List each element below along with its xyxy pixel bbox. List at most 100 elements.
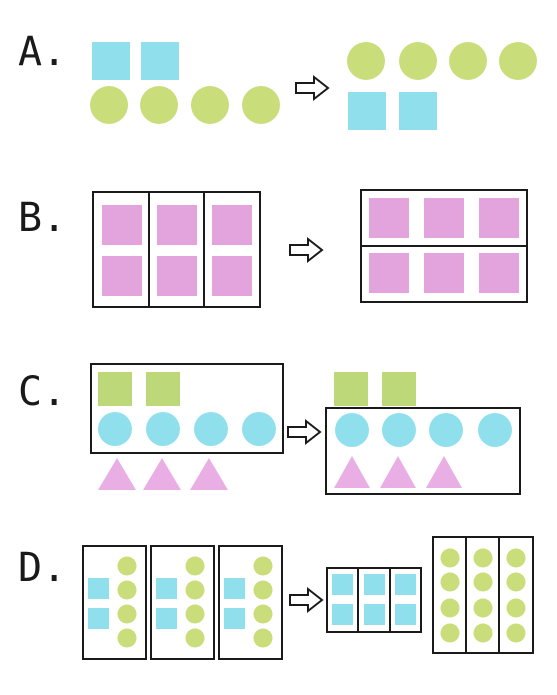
triangle [380,456,416,488]
square [88,578,109,599]
box-outline [90,363,284,454]
circle [140,86,178,124]
box-outline [432,536,534,654]
option-d-left [82,545,283,660]
option-b-label: B. [18,195,67,241]
square [348,92,386,130]
right-arrow-icon [289,238,323,262]
square [102,205,142,245]
option-b-right [360,189,528,303]
square [479,253,519,293]
option-d [82,536,534,660]
square [332,574,353,595]
circle [117,580,137,600]
circle [253,580,273,600]
square [102,256,142,296]
right-arrow-icon [295,76,329,100]
box-outline [150,545,215,660]
triangle [143,458,181,490]
square [141,42,179,80]
square [212,256,252,296]
circle [449,42,487,80]
right-arrow-icon [287,420,321,444]
square [332,604,353,625]
circle [98,412,132,446]
circle [429,413,463,447]
circle [473,548,493,568]
triangle [190,458,228,490]
option-b-left [92,191,261,308]
box-outline [218,545,283,660]
circle [185,628,205,648]
circle [440,598,460,618]
circle [146,412,180,446]
circle [117,556,137,576]
circle [90,86,128,124]
square [369,198,409,238]
option-c-label: C. [18,369,67,415]
box-outline [326,567,422,633]
square [364,574,385,595]
circle [440,548,460,568]
square [92,42,130,80]
circle [242,412,276,446]
circle [440,623,460,643]
circle [399,42,437,80]
option-c-left [90,363,284,490]
circle [473,572,493,592]
circle [117,628,137,648]
circle [478,413,512,447]
option-b [92,189,528,308]
square [88,608,109,629]
box-outline [82,545,147,660]
option-a-left [90,42,280,124]
option-c [90,363,521,495]
circle [506,598,526,618]
triangle [98,458,136,490]
square [395,604,416,625]
circle [347,42,385,80]
square [146,372,180,406]
option-d-right [326,536,534,654]
square [334,372,368,406]
square [212,205,252,245]
square [424,198,464,238]
square [224,578,245,599]
square [382,372,416,406]
circle [440,572,460,592]
square [157,256,197,296]
circle [253,628,273,648]
square [424,253,464,293]
triangle [426,456,462,488]
square [156,578,177,599]
circle [185,556,205,576]
circle [194,412,228,446]
option-a-label: A. [18,29,67,75]
circle [506,548,526,568]
circle [499,42,537,80]
circle [185,580,205,600]
square [157,205,197,245]
square [479,198,519,238]
option-a-right [347,42,537,130]
square [369,253,409,293]
circle [506,572,526,592]
circle [506,623,526,643]
right-arrow-icon [289,588,323,612]
circle [253,604,273,624]
circle [191,86,229,124]
circle [382,413,416,447]
circle [117,604,137,624]
triangle [334,456,370,488]
box-outline [325,407,521,495]
circle [185,604,205,624]
circle [253,556,273,576]
option-c-right [325,372,521,495]
square [156,608,177,629]
box-outline [92,191,261,308]
circle [473,598,493,618]
option-d-label: D. [18,545,67,591]
square [224,608,245,629]
option-a [90,42,537,130]
